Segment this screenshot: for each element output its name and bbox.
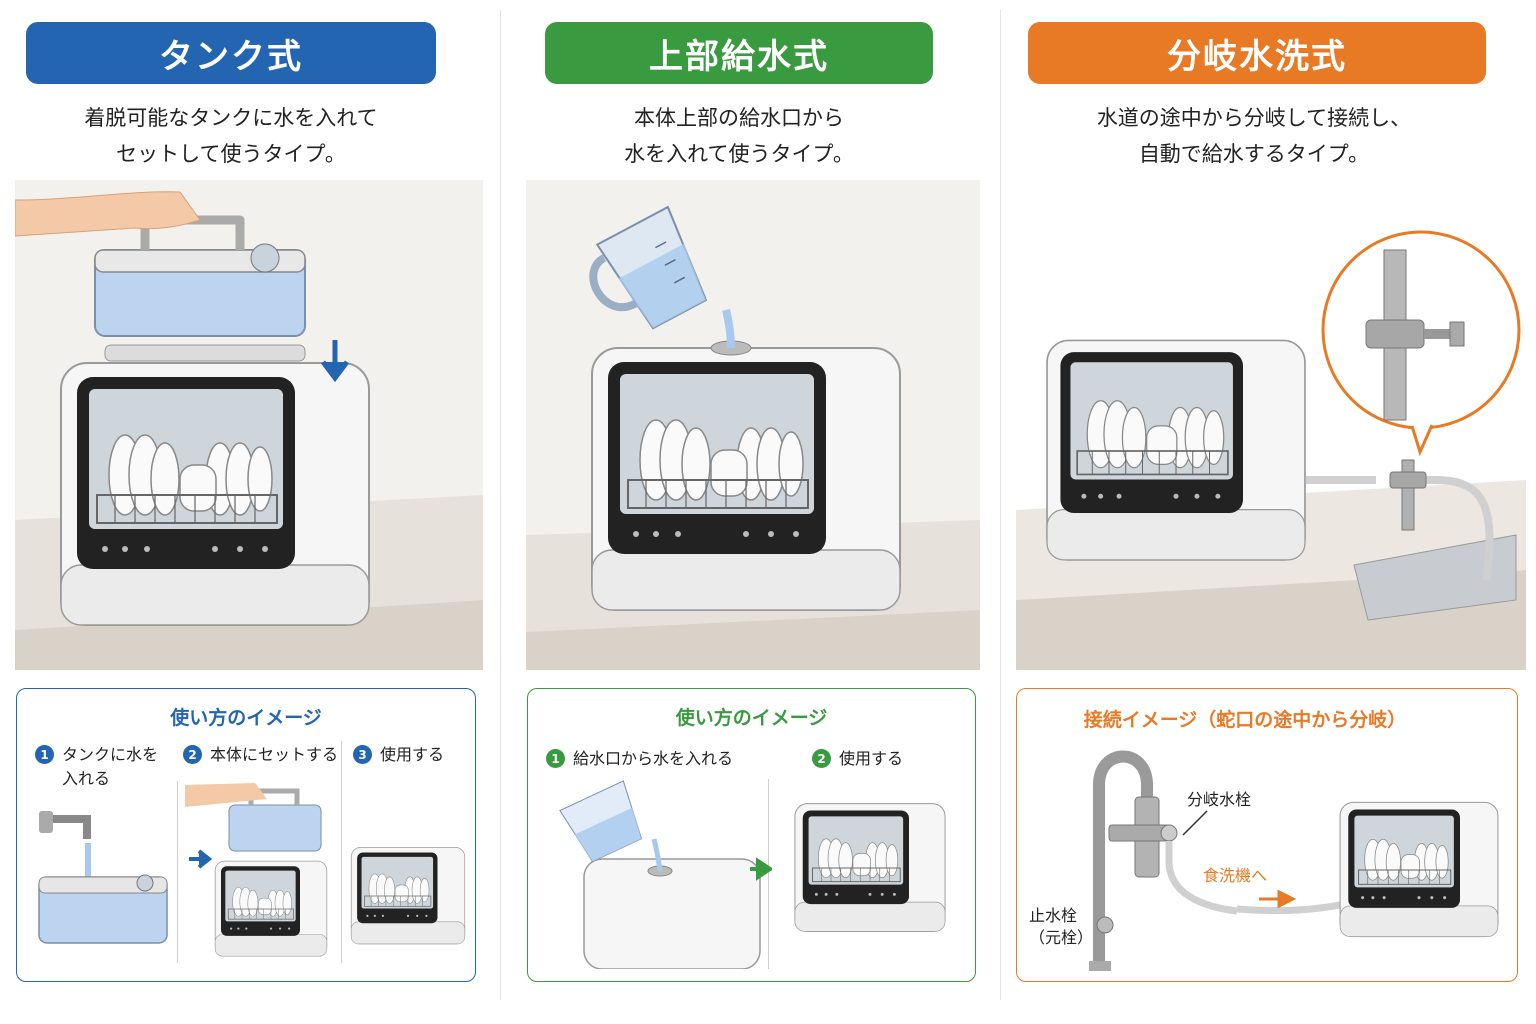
arrow-right-icon — [1259, 889, 1297, 909]
measuring-cup-icon — [559, 780, 643, 863]
dishwasher-icon — [794, 803, 946, 932]
faucet-icon — [39, 811, 53, 833]
tank-usage-panel: 使い方のイメージ 1 タンクに水を入れる 2 本体にセットする 3 使用する — [16, 688, 476, 982]
tank-step-3: 3 使用する — [353, 743, 444, 767]
branch-type-description: 水道の途中から分岐して接続し、 自動で給水するタイプ。 — [1096, 106, 1412, 166]
top-fill-dishwasher-icon — [590, 346, 902, 612]
separator — [341, 741, 342, 963]
tank-icon — [228, 804, 322, 852]
measuring-cup-icon — [589, 205, 708, 330]
branch-connection-panel: 接続イメージ（蛇口の途中から分岐） 分岐水栓 食洗機へ 止水栓 （元栓） — [1016, 688, 1518, 982]
dishwasher-icon — [350, 846, 466, 945]
column-top-fill: 上部給水式 本体上部の給水口から 水を入れて使うタイプ。 使い方のイメージ 1 … — [510, 0, 1000, 1024]
column-divider — [500, 10, 501, 1000]
stop-valve-icon — [1096, 916, 1114, 934]
top-fill-type-description: 本体上部の給水口から 水を入れて使うタイプ。 — [624, 106, 854, 166]
stop-valve-label: 止水栓 （元栓） — [1029, 906, 1094, 947]
branch-connection-title: 接続イメージ（蛇口の途中から分岐） — [1083, 709, 1407, 731]
tank-type-title: タンク式 — [26, 22, 436, 84]
top-fill-usage-panel: 使い方のイメージ 1 給水口から水を入れる 2 使用する — [527, 688, 976, 982]
tank-step-1: 1 タンクに水を入れる — [35, 743, 158, 791]
column-branch: 分岐水洗式 水道の途中から分岐して接続し、 自動で給水するタイプ。 接続イメージ… — [1008, 0, 1536, 1024]
column-tank: タンク式 着脱可能なタンクに水を入れて セットして使うタイプ。 使い方のイメージ… — [0, 0, 500, 1024]
to-dishwasher-label: 食洗機へ — [1203, 866, 1268, 885]
top-fill-step-1: 1 給水口から水を入れる — [546, 747, 733, 771]
tank-usage-title: 使い方のイメージ — [170, 707, 322, 729]
dishwasher-icon — [1339, 801, 1499, 938]
branch-scene-illustration — [1016, 180, 1526, 670]
arrow-right-icon — [750, 857, 772, 881]
column-divider — [1000, 10, 1001, 1000]
dishwasher-icon — [214, 860, 328, 957]
separator — [177, 781, 178, 963]
top-fill-step-2: 2 使用する — [812, 747, 903, 771]
faucet-pipe-icon — [1093, 750, 1153, 965]
branch-valve-icon — [1365, 319, 1425, 349]
tank-scene-illustration — [15, 180, 483, 670]
branch-type-title: 分岐水洗式 — [1028, 22, 1486, 84]
separator — [768, 779, 769, 969]
tank-step-2: 2 本体にセットする — [183, 743, 338, 767]
tank-type-description: 着脱可能なタンクに水を入れて セットして使うタイプ。 — [84, 106, 378, 166]
branch-dishwasher-icon — [1046, 339, 1306, 561]
top-fill-type-title: 上部給水式 — [545, 22, 933, 84]
branch-valve-label: 分岐水栓 — [1187, 790, 1252, 809]
top-fill-usage-title: 使い方のイメージ — [675, 707, 828, 729]
tank-dishwasher-icon — [60, 362, 370, 626]
dishwasher-icon — [583, 858, 761, 969]
top-fill-scene-illustration — [526, 180, 980, 670]
water-hose-icon — [1306, 476, 1494, 581]
